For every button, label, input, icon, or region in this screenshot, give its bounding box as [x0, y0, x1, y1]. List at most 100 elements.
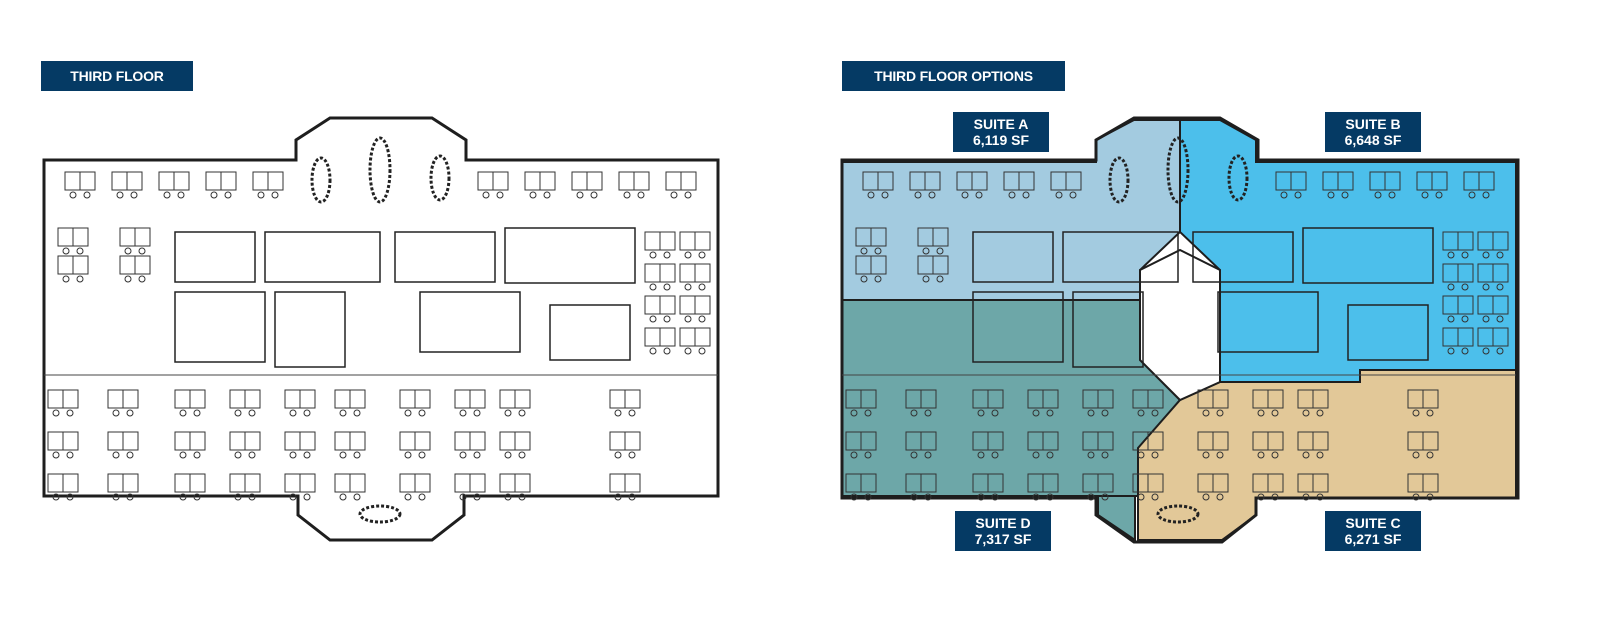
chair: [1216, 493, 1224, 501]
third-floor-options-title: THIRD FLOOR OPTIONS: [842, 61, 1065, 91]
chair: [1461, 315, 1469, 323]
chair: [179, 451, 187, 459]
room: [274, 291, 346, 368]
chair: [62, 275, 70, 283]
chair: [576, 191, 584, 199]
chair: [1302, 451, 1310, 459]
chair: [1055, 191, 1063, 199]
chair: [977, 409, 985, 417]
chair: [670, 191, 678, 199]
chair: [637, 191, 645, 199]
chair: [177, 191, 185, 199]
chair: [138, 247, 146, 255]
conference-table: [358, 504, 402, 524]
chair: [496, 191, 504, 199]
suite-b-name: SUITE B: [1345, 116, 1401, 132]
suite-d-area-value: 7,317 SF: [974, 531, 1032, 547]
room: [1302, 227, 1434, 284]
chair: [1137, 451, 1145, 459]
chair: [1482, 315, 1490, 323]
room: [504, 227, 636, 284]
chair: [1426, 409, 1434, 417]
chair: [66, 451, 74, 459]
chair: [1421, 191, 1429, 199]
chair: [193, 493, 201, 501]
chair: [62, 247, 70, 255]
chair: [914, 191, 922, 199]
building-outline: [840, 116, 1520, 544]
chair: [1101, 493, 1109, 501]
chair: [1216, 451, 1224, 459]
chair: [404, 493, 412, 501]
chair: [482, 191, 490, 199]
chair: [234, 493, 242, 501]
room: [174, 291, 266, 363]
chair: [684, 347, 692, 355]
chair: [936, 247, 944, 255]
chair: [1316, 409, 1324, 417]
chair: [684, 191, 692, 199]
conference-table: [429, 154, 451, 202]
chair: [473, 493, 481, 501]
chair: [977, 493, 985, 501]
chair: [698, 347, 706, 355]
room: [1062, 231, 1179, 283]
chair: [224, 191, 232, 199]
chair: [543, 191, 551, 199]
chair: [1412, 451, 1420, 459]
chair: [628, 409, 636, 417]
chair: [248, 409, 256, 417]
chair: [663, 283, 671, 291]
chair: [864, 409, 872, 417]
chair: [910, 409, 918, 417]
suite-a-area-value: 6,119 SF: [972, 132, 1030, 148]
chair: [1327, 191, 1335, 199]
chair: [1447, 315, 1455, 323]
chair: [518, 451, 526, 459]
chair: [663, 251, 671, 259]
room: [549, 304, 631, 361]
chair: [623, 191, 631, 199]
chair: [179, 493, 187, 501]
chair: [1496, 315, 1504, 323]
room: [1192, 231, 1294, 283]
chair: [684, 283, 692, 291]
chair: [1101, 451, 1109, 459]
chair: [1032, 409, 1040, 417]
suite-c-area-value: 6,271 SF: [1344, 531, 1402, 547]
chair: [1302, 409, 1310, 417]
chair: [663, 347, 671, 355]
chair: [910, 451, 918, 459]
chair: [1496, 251, 1504, 259]
chair: [459, 451, 467, 459]
chair: [303, 409, 311, 417]
chair: [1316, 493, 1324, 501]
room: [174, 231, 256, 283]
chair: [1137, 409, 1145, 417]
chair: [924, 409, 932, 417]
room: [972, 231, 1054, 283]
chair: [418, 409, 426, 417]
room: [972, 291, 1064, 363]
chair: [210, 191, 218, 199]
chair: [353, 451, 361, 459]
chair: [234, 409, 242, 417]
chair: [977, 451, 985, 459]
chair: [529, 191, 537, 199]
chair: [1482, 191, 1490, 199]
chair: [1008, 191, 1016, 199]
suite-d-name: SUITE D: [975, 515, 1031, 531]
chair: [663, 315, 671, 323]
room: [394, 231, 496, 283]
chair: [69, 191, 77, 199]
chair: [459, 409, 467, 417]
chair: [614, 493, 622, 501]
chair: [1257, 451, 1265, 459]
chair: [504, 451, 512, 459]
conference-table: [310, 156, 332, 204]
chair: [1202, 409, 1210, 417]
chair: [860, 247, 868, 255]
chair: [473, 451, 481, 459]
